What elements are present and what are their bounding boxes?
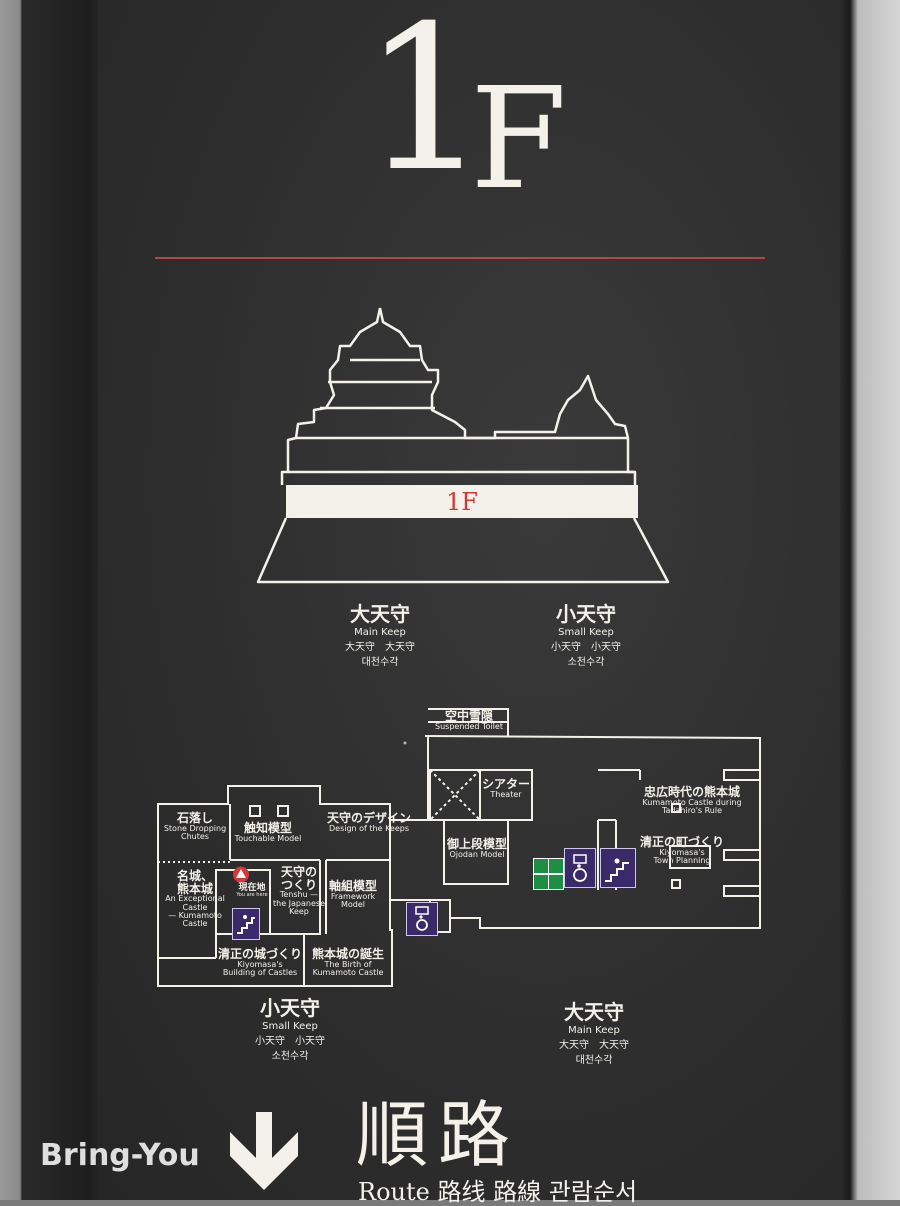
elevator-icon: [564, 848, 596, 888]
tenshu-en3: Keep: [289, 906, 309, 916]
kiyomasa-castle-jp: 清正の城づくり: [217, 947, 302, 961]
famous-en4: Castle: [182, 919, 208, 929]
tadahiro-en2: Tadahiro's Rule: [661, 805, 723, 815]
touchable-jp: 触知模型: [243, 821, 292, 835]
map-touchable-model: 触知模型 Touchable Model: [230, 822, 306, 843]
main-keep-en: Main Keep: [354, 627, 406, 638]
map-you-are-here: 現在地 You are here: [232, 883, 272, 899]
main-keep-jp: 大天守: [350, 602, 410, 626]
floor-plan-map: [157, 708, 761, 987]
main-keep-ko-bottom: 대천수각: [575, 1055, 613, 1066]
small-keep-jp: 小天守: [556, 602, 616, 626]
map-stone-chutes: 石落し Stone Dropping Chutes: [160, 812, 230, 841]
map-keep-design: 天守のデザイン Design of the Keeps: [322, 812, 416, 833]
small-keep-zh-bottom: 小天守 小天守: [255, 1036, 325, 1047]
small-keep-ko-bottom: 소천수각: [271, 1051, 309, 1062]
map-birth-kumamoto: 熊本城の誕生 The Birth of Kumamoto Castle: [306, 948, 390, 977]
small-keep-ko: 소천수각: [567, 657, 605, 668]
route-subheading: Route 路线 路線 관람순서: [358, 1178, 638, 1206]
birth-jp: 熊本城の誕生: [311, 947, 384, 961]
design-en: Design of the Keeps: [328, 823, 410, 833]
map-theater: シアター Theater: [478, 778, 534, 799]
map-town-planning: 清正の町づくり Kiyomasa's Town Planning: [634, 836, 730, 865]
famous-en1: An Exceptional: [165, 894, 225, 904]
map-ojodan-model: 御上段模型 Ojodan Model: [440, 838, 514, 859]
framework-en1: Framework: [330, 891, 376, 901]
restroom-icon: [548, 874, 564, 890]
town-en1: Kiyomasa's: [659, 847, 705, 857]
main-keep-zh: 大天守 大天守: [345, 642, 415, 653]
touchable-en: Touchable Model: [234, 833, 302, 843]
restroom-icon: [548, 858, 564, 874]
main-keep-jp-bottom: 大天守: [564, 1000, 624, 1024]
theater-jp: シアター: [481, 777, 530, 791]
you-are-here-jp: 現在地: [238, 883, 266, 893]
stone-en1: Stone Dropping: [163, 823, 227, 833]
stairs-icon: [600, 848, 636, 888]
castle-elevation-diagram: 1F: [256, 307, 670, 584]
floor-number: 1: [362, 0, 490, 216]
famous-jp1: 名城、: [176, 869, 213, 883]
down-arrow-icon: [230, 1112, 298, 1190]
map-exceptional-castle: 名城、 熊本城 An Exceptional Castle — Kumamoto…: [160, 870, 230, 929]
kiyomasa-castle-en1: Kiyomasa's: [237, 959, 283, 969]
map-suspended-toilet: 空中雪隠 Suspended Toilet: [428, 710, 510, 731]
route-heading: 順路: [356, 1093, 521, 1177]
theater-en: Theater: [490, 789, 522, 799]
small-keep-label-top: 小天守 Small Keep 小天守 小天守 소천수각: [526, 598, 646, 668]
stairs-icon: [232, 908, 260, 940]
design-jp: 天守のデザイン: [326, 811, 411, 825]
map-framework-model: 軸組模型 Framework Model: [326, 880, 380, 909]
main-keep-zh-bottom: 大天守 大天守: [559, 1040, 629, 1051]
restroom-icon: [533, 858, 549, 874]
watermark-logo: Bring-You: [40, 1138, 200, 1173]
birth-en2: Kumamoto Castle: [312, 967, 384, 977]
small-keep-zh: 小天守 小天守: [551, 642, 621, 653]
floor-letter: F: [470, 58, 568, 221]
you-are-here-en: You are here: [236, 892, 268, 899]
tenshu-en1: Tenshu —: [279, 890, 319, 900]
framework-jp: 軸組模型: [328, 879, 377, 893]
suspended-toilet-en: Suspended Toilet: [435, 721, 503, 731]
small-keep-label-bottom: 小天守 Small Keep 小天守 小天守 소천수각: [230, 992, 350, 1062]
map-kiyomasa-castles: 清正の城づくり Kiyomasa's Building of Castles: [214, 948, 306, 977]
restroom-icon: [533, 874, 549, 890]
town-en2: Town Planning: [653, 855, 711, 865]
tadahiro-jp: 忠広時代の熊本城: [643, 785, 740, 799]
floor-band-label: 1F: [446, 488, 478, 516]
suspended-toilet-jp: 空中雪隠: [444, 709, 493, 723]
famous-jp2: 熊本城: [176, 881, 213, 896]
framework-en2: Model: [340, 899, 366, 909]
main-keep-label-bottom: 大天守 Main Keep 大天守 大天守 대천수각: [534, 996, 654, 1066]
birth-en1: The Birth of: [324, 959, 372, 969]
tenshu-en2: the Japanese: [273, 898, 325, 908]
small-keep-en-bottom: Small Keep: [262, 1021, 318, 1032]
map-tadahiro: 忠広時代の熊本城 Kumamoto Castle during Tadahiro…: [634, 786, 750, 815]
map-tenshu: 天守の つくり Tenshu — the Japanese Keep: [268, 866, 330, 916]
floor-sign-panel: [98, 0, 840, 1200]
main-keep-ko: 대천수각: [361, 657, 399, 668]
tenshu-jp1: 天守の: [280, 865, 317, 879]
you-are-here-icon: [233, 866, 249, 883]
small-keep-en: Small Keep: [558, 627, 614, 638]
famous-en3: — Kumamoto: [168, 910, 222, 920]
stone-en2: Chutes: [181, 831, 209, 841]
tadahiro-en1: Kumamoto Castle during: [642, 797, 742, 807]
wheelchair-icon: [406, 902, 438, 936]
ojodan-en: Ojodan Model: [449, 849, 505, 859]
tenshu-jp2: つくり: [280, 877, 317, 892]
famous-en2: Castle: [182, 902, 208, 912]
kiyomasa-castle-en2: Building of Castles: [222, 967, 298, 977]
ojodan-jp: 御上段模型: [446, 837, 507, 851]
main-keep-label-top: 大天守 Main Keep 大天守 大天守 대천수각: [320, 598, 440, 668]
main-keep-en-bottom: Main Keep: [568, 1025, 620, 1036]
divider-line: [155, 257, 765, 259]
town-jp: 清正の町づくり: [639, 835, 724, 849]
small-keep-jp-bottom: 小天守: [260, 996, 320, 1020]
floor-band: [286, 485, 638, 518]
stone-jp: 石落し: [176, 811, 213, 825]
